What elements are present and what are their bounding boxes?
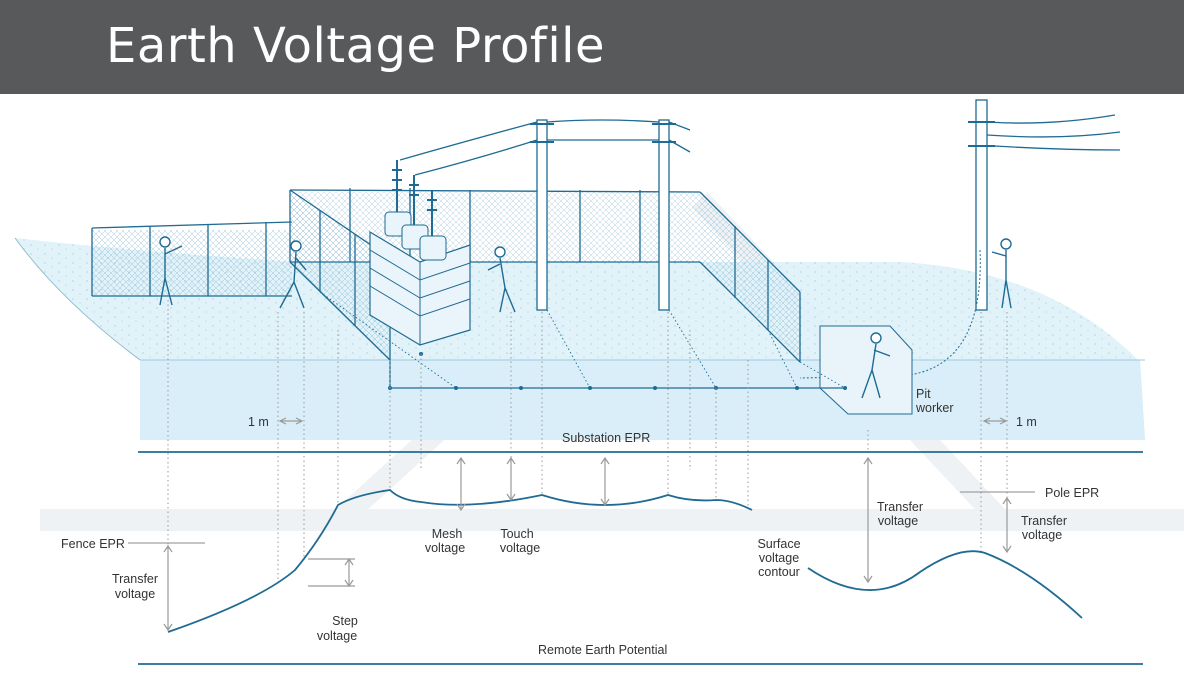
label-fence-epr: Fence EPR	[61, 537, 125, 551]
label-transfer-voltage-left-2: voltage	[115, 587, 155, 601]
person-pole	[991, 238, 1012, 309]
label-transfer-voltage-mid-1: Transfer	[877, 500, 923, 514]
label-mesh-voltage-2: voltage	[425, 541, 465, 555]
label-mesh-voltage-1: Mesh	[432, 527, 463, 541]
label-1m-right: 1 m	[1016, 415, 1037, 429]
label-touch-voltage-2: voltage	[500, 541, 540, 555]
label-pole-epr: Pole EPR	[1045, 486, 1099, 500]
label-pit-worker-1: Pit	[916, 387, 931, 401]
label-surface-contour-2: voltage	[759, 551, 799, 565]
substation-poles	[399, 119, 691, 311]
label-surface-contour-3: contour	[758, 565, 800, 579]
page-title: Earth Voltage Profile	[106, 18, 606, 74]
left-fence	[91, 221, 293, 297]
person-walking	[279, 240, 307, 309]
title-banner: Earth Voltage Profile	[0, 0, 1184, 94]
label-transfer-voltage-right-1: Transfer	[1021, 514, 1067, 528]
label-remote-earth: Remote Earth Potential	[538, 643, 667, 657]
pit-worker-figure	[819, 325, 913, 415]
person-fence-toucher	[159, 236, 183, 306]
transformer	[369, 160, 471, 346]
earth-voltage-diagram: 1 m 1 m Substation EPR Fence EPR Transfe…	[14, 99, 1184, 665]
label-transfer-voltage-mid-2: voltage	[878, 514, 918, 528]
epr-lines	[128, 451, 1143, 665]
label-substation-epr: Substation EPR	[562, 431, 650, 445]
right-pole	[799, 99, 1121, 379]
label-1m-left: 1 m	[248, 415, 269, 429]
label-surface-contour-1: Surface	[757, 537, 800, 551]
label-pit-worker-2: worker	[915, 401, 954, 415]
measurement-arrows	[163, 417, 1012, 632]
substation-right-fence	[699, 191, 801, 363]
person-transformer	[487, 246, 516, 313]
label-touch-voltage-1: Touch	[500, 527, 533, 541]
diagram-labels: 1 m 1 m Substation EPR Fence EPR Transfe…	[61, 387, 1099, 657]
label-step-voltage-2: voltage	[317, 629, 357, 643]
voltage-contour	[167, 489, 1083, 633]
label-transfer-voltage-right-2: voltage	[1022, 528, 1062, 542]
label-step-voltage-1: Step	[332, 614, 358, 628]
substation-left-fence	[289, 189, 391, 361]
label-transfer-voltage-left-1: Transfer	[112, 572, 158, 586]
